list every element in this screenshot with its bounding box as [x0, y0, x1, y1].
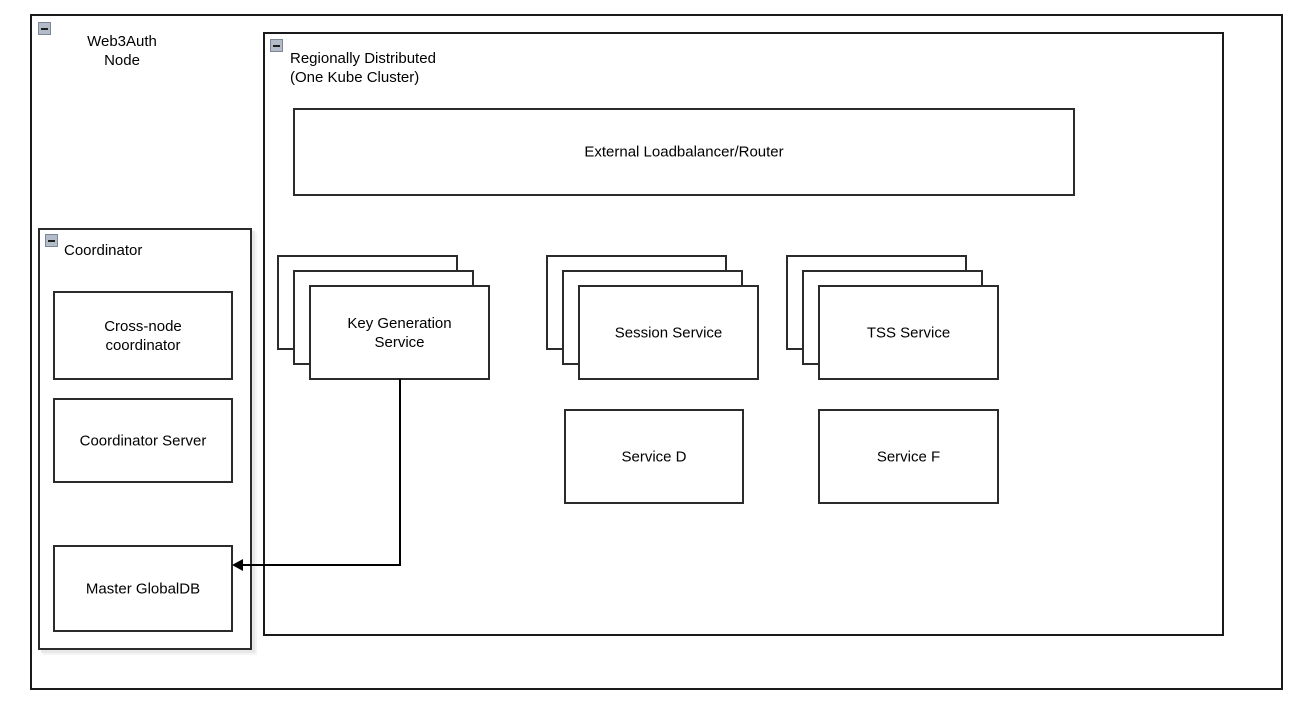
web3auth-node-label: Web3Auth Node [87, 33, 157, 69]
tss-service-label: TSS Service [866, 324, 951, 341]
master-globaldb-box[interactable]: Master GlobalDB [53, 545, 233, 632]
master-globaldb-label: Master GlobalDB [85, 580, 201, 597]
session-service-box[interactable]: Session Service [578, 285, 759, 380]
coordinator-server-label: Coordinator Server [79, 432, 207, 449]
external-loadbalancer-box[interactable]: External Loadbalancer/Router [293, 108, 1075, 196]
cross-node-coordinator-label: Cross-node coordinator [104, 317, 182, 354]
tss-service-stack[interactable]: TSS Service [786, 255, 999, 380]
connector-horizontal-segment [241, 564, 401, 566]
arrow-left-icon [232, 559, 243, 571]
service-f-label: Service F [876, 448, 941, 465]
tss-service-box[interactable]: TSS Service [818, 285, 999, 380]
collapse-minus-icon[interactable] [38, 22, 51, 35]
key-generation-service-box[interactable]: Key Generation Service [309, 285, 490, 380]
service-d-label: Service D [621, 448, 687, 465]
key-generation-service-label: Key Generation Service [347, 314, 452, 351]
coordinator-server-box[interactable]: Coordinator Server [53, 398, 233, 483]
session-service-label: Session Service [614, 324, 723, 341]
session-service-stack[interactable]: Session Service [546, 255, 759, 380]
connector-vertical-segment [399, 379, 401, 566]
key-generation-service-stack[interactable]: Key Generation Service [277, 255, 490, 380]
service-d-box[interactable]: Service D [564, 409, 744, 504]
cross-node-coordinator-box[interactable]: Cross-node coordinator [53, 291, 233, 380]
collapse-minus-icon[interactable] [45, 234, 58, 247]
kube-cluster-label: Regionally Distributed (One Kube Cluster… [290, 50, 436, 86]
coordinator-label: Coordinator [64, 242, 143, 259]
collapse-minus-icon[interactable] [270, 39, 283, 52]
external-loadbalancer-label: External Loadbalancer/Router [584, 143, 784, 161]
service-f-box[interactable]: Service F [818, 409, 999, 504]
